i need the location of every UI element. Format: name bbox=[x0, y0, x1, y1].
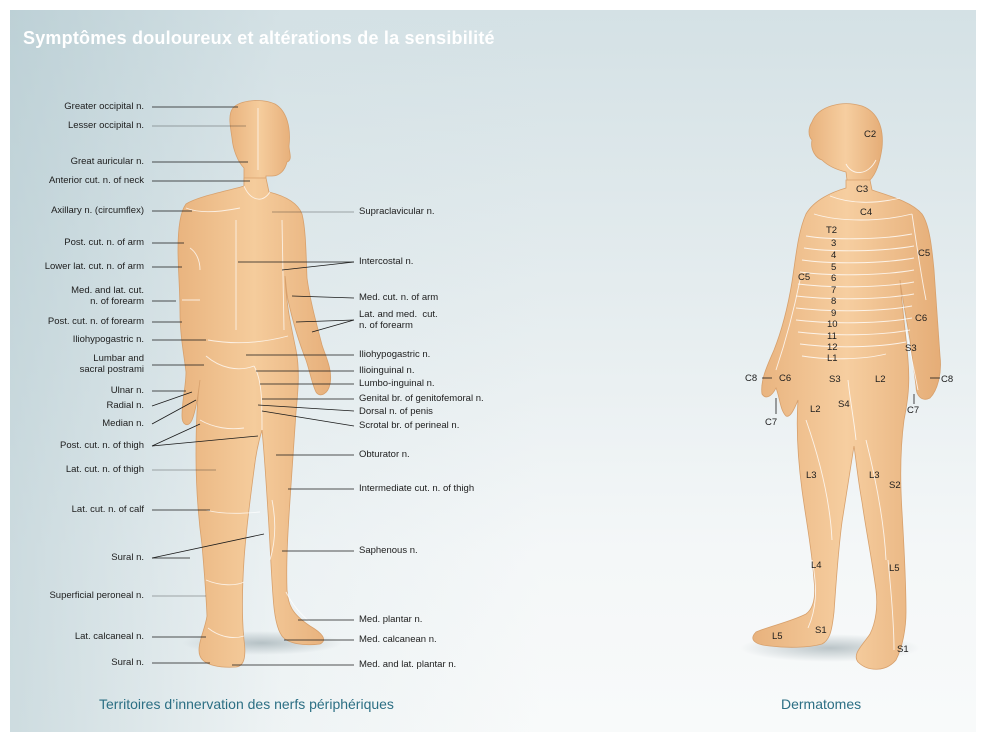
dermatome-l1: L1 bbox=[827, 353, 838, 364]
dermatome-c2: C2 bbox=[864, 129, 876, 140]
label-lat-cut-calf: Lat. cut. n. of calf bbox=[72, 504, 144, 515]
label-iliohypogastric-right: Iliohypogastric n. bbox=[359, 349, 430, 360]
label-lat-med-cut-forearm: Lat. and med. cut. n. of forearm bbox=[359, 309, 438, 331]
label-ulnar: Ulnar n. bbox=[111, 385, 144, 396]
dermatome-l5-left: L5 bbox=[772, 631, 783, 642]
dermatome-c5-left: C5 bbox=[798, 272, 810, 283]
label-iliohypogastric-left: Iliohypogastric n. bbox=[73, 334, 144, 345]
dermatome-l2-right: L2 bbox=[875, 374, 886, 385]
dermatome-s2: S2 bbox=[889, 480, 901, 491]
label-sural-lower: Sural n. bbox=[111, 657, 144, 668]
dermatome-s1-right: S1 bbox=[897, 644, 909, 655]
body-figure-dermatomes bbox=[753, 104, 941, 670]
dermatome-l5-right: L5 bbox=[889, 563, 900, 574]
label-supraclavicular: Supraclavicular n. bbox=[359, 206, 435, 217]
label-lat-calcaneal: Lat. calcaneal n. bbox=[75, 631, 144, 642]
label-axillary: Axillary n. (circumflex) bbox=[51, 205, 144, 216]
label-post-cut-thigh: Post. cut. n. of thigh bbox=[60, 440, 144, 451]
label-scrotal-br-perineal: Scrotal br. of perineal n. bbox=[359, 420, 459, 431]
dermatome-s1-left: S1 bbox=[815, 625, 827, 636]
dermatome-t2: T2 bbox=[826, 225, 837, 236]
label-lesser-occipital: Lesser occipital n. bbox=[68, 120, 144, 131]
label-saphenous: Saphenous n. bbox=[359, 545, 418, 556]
dermatome-c8-right: C8 bbox=[941, 374, 953, 385]
caption-dermatomes: Dermatomes bbox=[781, 696, 861, 712]
dermatome-l4: L4 bbox=[811, 560, 822, 571]
label-med-plantar: Med. plantar n. bbox=[359, 614, 422, 625]
label-med-cut-arm: Med. cut. n. of arm bbox=[359, 292, 438, 303]
dermatome-l3-left: L3 bbox=[806, 470, 817, 481]
label-intercostal: Intercostal n. bbox=[359, 256, 413, 267]
dermatome-s3-right: S3 bbox=[905, 343, 917, 354]
label-obturator: Obturator n. bbox=[359, 449, 410, 460]
dermatome-c6-right: C6 bbox=[915, 313, 927, 324]
dermatome-t8: 8 bbox=[831, 296, 836, 307]
label-post-cut-arm: Post. cut. n. of arm bbox=[64, 237, 144, 248]
label-great-auricular: Great auricular n. bbox=[71, 156, 144, 167]
dermatome-c7-left: C7 bbox=[765, 417, 777, 428]
dermatome-c3: C3 bbox=[856, 184, 868, 195]
label-ilioinguinal: Ilioinguinal n. bbox=[359, 365, 414, 376]
dermatome-t6: 6 bbox=[831, 273, 836, 284]
label-dorsal-penis: Dorsal n. of penis bbox=[359, 406, 433, 417]
label-lumbar-sacral-postrami: Lumbar and sacral postrami bbox=[80, 353, 144, 375]
label-med-lat-cut-forearm: Med. and lat. cut. n. of forearm bbox=[71, 285, 144, 307]
dermatome-t10: 10 bbox=[827, 319, 838, 330]
label-superficial-peroneal: Superficial peroneal n. bbox=[49, 590, 144, 601]
label-anterior-cut-neck: Anterior cut. n. of neck bbox=[49, 175, 144, 186]
label-med-calcanean: Med. calcanean n. bbox=[359, 634, 437, 645]
dermatome-c5-right: C5 bbox=[918, 248, 930, 259]
dermatome-s4: S4 bbox=[838, 399, 850, 410]
dermatome-c6-left: C6 bbox=[779, 373, 791, 384]
dermatome-t3: 3 bbox=[831, 238, 836, 249]
dermatome-s3-center: S3 bbox=[829, 374, 841, 385]
dermatome-t11: 11 bbox=[827, 331, 837, 342]
dermatome-t7: 7 bbox=[831, 285, 836, 296]
dermatome-t12: 12 bbox=[827, 342, 838, 353]
label-genital-br-genitofemoral: Genital br. of genitofemoral n. bbox=[359, 393, 484, 404]
label-med-lat-plantar: Med. and lat. plantar n. bbox=[359, 659, 456, 670]
label-lat-cut-thigh: Lat. cut. n. of thigh bbox=[66, 464, 144, 475]
dermatome-l2-left: L2 bbox=[810, 404, 821, 415]
dermatome-c4: C4 bbox=[860, 207, 872, 218]
label-radial: Radial n. bbox=[107, 400, 145, 411]
dermatome-t5: 5 bbox=[831, 262, 836, 273]
dermatome-t4: 4 bbox=[831, 250, 836, 261]
dermatome-t9: 9 bbox=[831, 308, 836, 319]
dermatome-c8-left: C8 bbox=[745, 373, 757, 384]
dermatome-c7-right: C7 bbox=[907, 405, 919, 416]
dermatome-l3-right: L3 bbox=[869, 470, 880, 481]
caption-peripheral-nerves: Territoires d’innervation des nerfs péri… bbox=[99, 696, 394, 712]
label-sural-upper: Sural n. bbox=[111, 552, 144, 563]
label-post-cut-forearm: Post. cut. n. of forearm bbox=[48, 316, 144, 327]
label-intermediate-cut-thigh: Intermediate cut. n. of thigh bbox=[359, 483, 474, 494]
label-median: Median n. bbox=[102, 418, 144, 429]
label-lumbo-inguinal: Lumbo-inguinal n. bbox=[359, 378, 435, 389]
label-greater-occipital: Greater occipital n. bbox=[64, 101, 144, 112]
label-lower-lat-cut-arm: Lower lat. cut. n. of arm bbox=[45, 261, 144, 272]
